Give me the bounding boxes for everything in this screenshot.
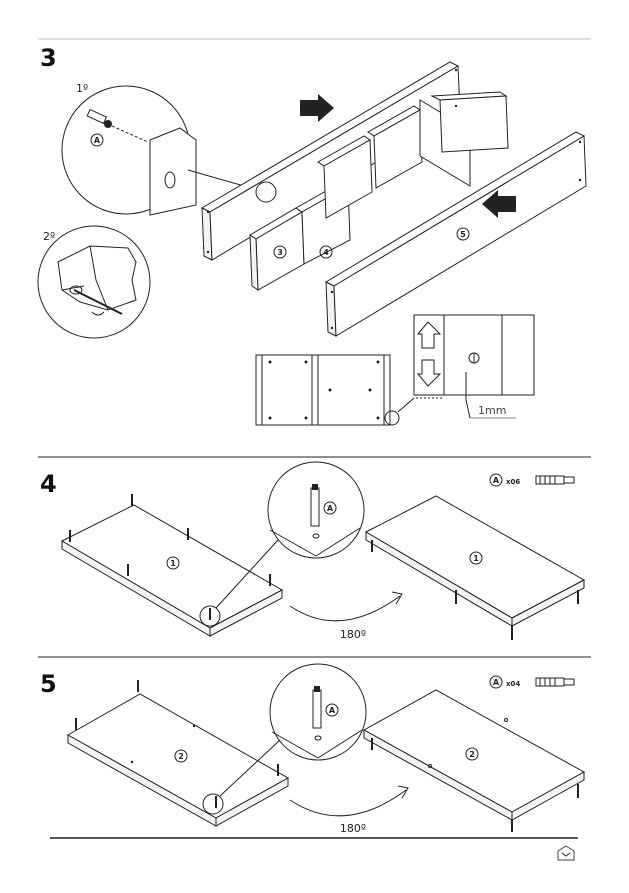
step-4-detail-circle: A <box>268 462 364 558</box>
svg-text:A: A <box>327 504 334 513</box>
svg-text:4: 4 <box>323 248 329 257</box>
step-5-number: 5 <box>40 670 57 698</box>
svg-text:A: A <box>493 678 500 687</box>
step-4-rotation: 180º <box>340 628 366 641</box>
svg-text:3: 3 <box>277 248 283 257</box>
svg-text:A: A <box>493 476 500 485</box>
svg-text:1: 1 <box>473 554 479 563</box>
svg-text:2: 2 <box>469 750 475 759</box>
parts-count-step-5: A x04 <box>490 676 574 688</box>
step-3-assembly: 5 3 4 5 <box>202 62 586 336</box>
step-4-panel-after: 1 <box>366 496 584 640</box>
step-5-panel-after: 2 <box>364 690 584 832</box>
rotate-arrow-icon <box>290 592 402 621</box>
arrow-push-icon <box>300 94 334 122</box>
step-4-number: 4 <box>40 470 57 498</box>
step-3-number: 3 <box>40 44 57 72</box>
clearance-label: 1mm <box>478 404 506 417</box>
step-4-panel-before: 1 <box>62 494 282 636</box>
svg-text:x04: x04 <box>506 680 520 688</box>
step-5-rotation: 180º <box>340 822 366 835</box>
step-5-detail-circle: A <box>270 664 366 760</box>
brand-logo-icon <box>558 846 574 860</box>
svg-text:1: 1 <box>170 559 176 568</box>
svg-text:5: 5 <box>460 230 466 239</box>
step-5-panel-before: 2 <box>68 680 288 826</box>
rotate-arrow-icon <box>290 786 408 816</box>
substep-1-label: 1º <box>76 82 88 95</box>
substep-2-label: 2º <box>43 230 55 243</box>
svg-text:A: A <box>329 706 336 715</box>
detail-circle-1: A <box>62 86 196 215</box>
svg-text:x06: x06 <box>506 478 520 486</box>
cam-bolt-icon <box>536 678 574 686</box>
parts-count-step-4: A x06 <box>490 474 574 486</box>
svg-text:A: A <box>94 136 101 145</box>
cam-bolt-icon <box>536 476 574 484</box>
step-3-flat-detail: 1mm <box>256 315 534 425</box>
svg-text:2: 2 <box>178 752 184 761</box>
